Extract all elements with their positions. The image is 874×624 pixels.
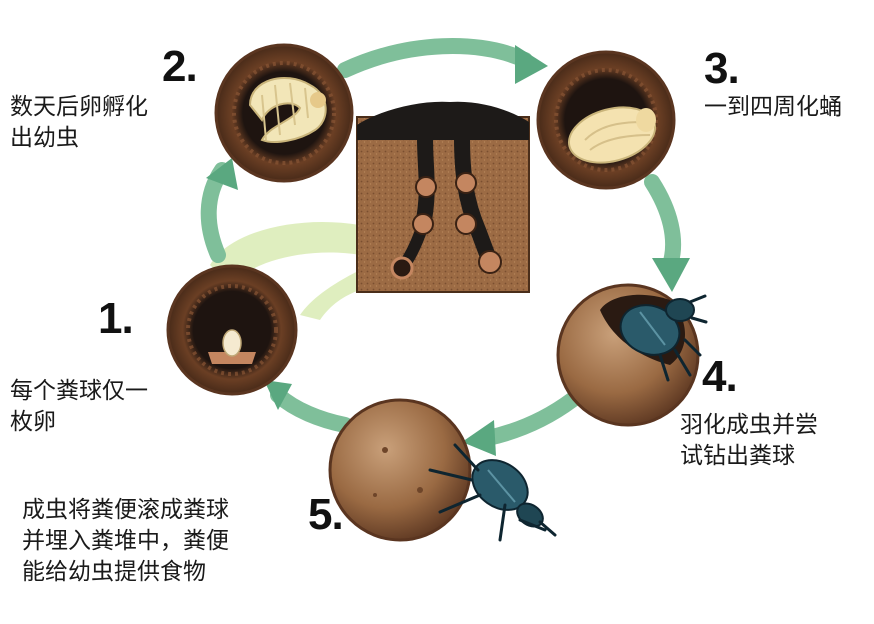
egg-icon (222, 329, 242, 357)
stage-2-nest (214, 43, 354, 183)
stage-4-caption-line: 试钻出粪球 (680, 443, 795, 469)
arrow-4-to-5-head (462, 420, 496, 456)
arrow-4-to-5 (480, 392, 580, 446)
stage-5-ball (328, 398, 557, 542)
arrow-5-to-1 (270, 387, 353, 433)
stage-1-caption-line: 枚卵 (10, 409, 56, 435)
stage-5-caption: 成虫将粪便滚成粪球 并埋入粪堆中，粪便 能给幼虫提供食物 (22, 495, 229, 588)
stage-2-caption: 数天后卵孵化 出幼虫 (10, 92, 148, 154)
stage-3-caption-line: 一到四周化蛹 (704, 94, 842, 120)
stage-3-number: 3. (704, 44, 740, 93)
arrow-1-to-2-head (206, 158, 238, 190)
stage-2-caption-line: 数天后卵孵化 (10, 94, 148, 120)
larva-icon (248, 76, 327, 143)
burrow-swoosh-lower (300, 270, 360, 320)
stage-5-caption-line: 成虫将粪便滚成粪球 (22, 497, 229, 523)
stage-1-caption-line: 每个粪球仅一 (10, 378, 148, 404)
arrow-5-to-1-head (264, 380, 292, 410)
stage-3-nest (536, 50, 676, 190)
stage-2-caption-line: 出幼虫 (10, 125, 79, 151)
stage-2-number: 2. (162, 42, 198, 91)
stage-4-caption: 羽化成虫并尝 试钻出粪球 (680, 410, 818, 472)
soil-cross-section (356, 101, 530, 293)
stage-5-caption-line: 能给幼虫提供食物 (22, 559, 206, 585)
arrow-3-to-4-head (652, 258, 690, 292)
stage-5-caption-line: 并埋入粪堆中，粪便 (22, 528, 229, 554)
stage-4-number: 4. (702, 352, 738, 401)
beetle-icon (619, 294, 708, 382)
stage-1-nest (166, 264, 298, 396)
dung-beetle-icon (428, 443, 557, 542)
stage-4-ball (556, 283, 708, 427)
pupa-icon (567, 106, 657, 164)
stage-5-number: 5. (308, 490, 344, 539)
arrow-2-to-3 (337, 38, 533, 78)
arrow-2-to-3-head (515, 45, 548, 84)
stage-1-caption: 每个粪球仅一 枚卵 (10, 376, 148, 438)
stage-3-caption: 一到四周化蛹 (704, 92, 842, 123)
arrow-3-to-4 (644, 174, 682, 273)
stage-1-number: 1. (98, 294, 134, 343)
stage-4-caption-line: 羽化成虫并尝 (680, 412, 818, 438)
